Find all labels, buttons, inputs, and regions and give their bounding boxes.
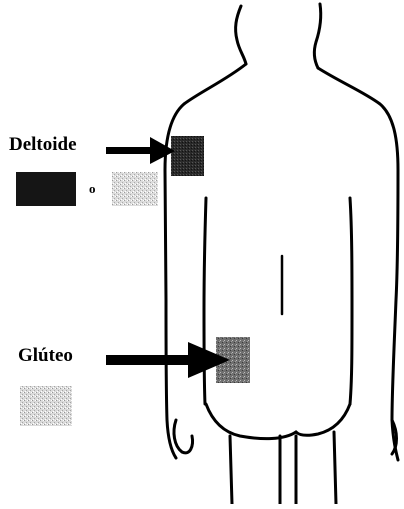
gluteal-arrow bbox=[106, 342, 230, 378]
deltoid-label: Deltoide bbox=[9, 135, 77, 154]
legend-or-text: o bbox=[89, 182, 96, 195]
gluteal-label: Glúteo bbox=[18, 346, 73, 365]
legend-gluteal-swatch bbox=[20, 386, 72, 426]
deltoid-injection-site bbox=[171, 136, 204, 176]
legend-light-swatch bbox=[112, 172, 158, 206]
legend-dark-swatch bbox=[16, 172, 76, 206]
body-outline bbox=[165, 4, 398, 504]
